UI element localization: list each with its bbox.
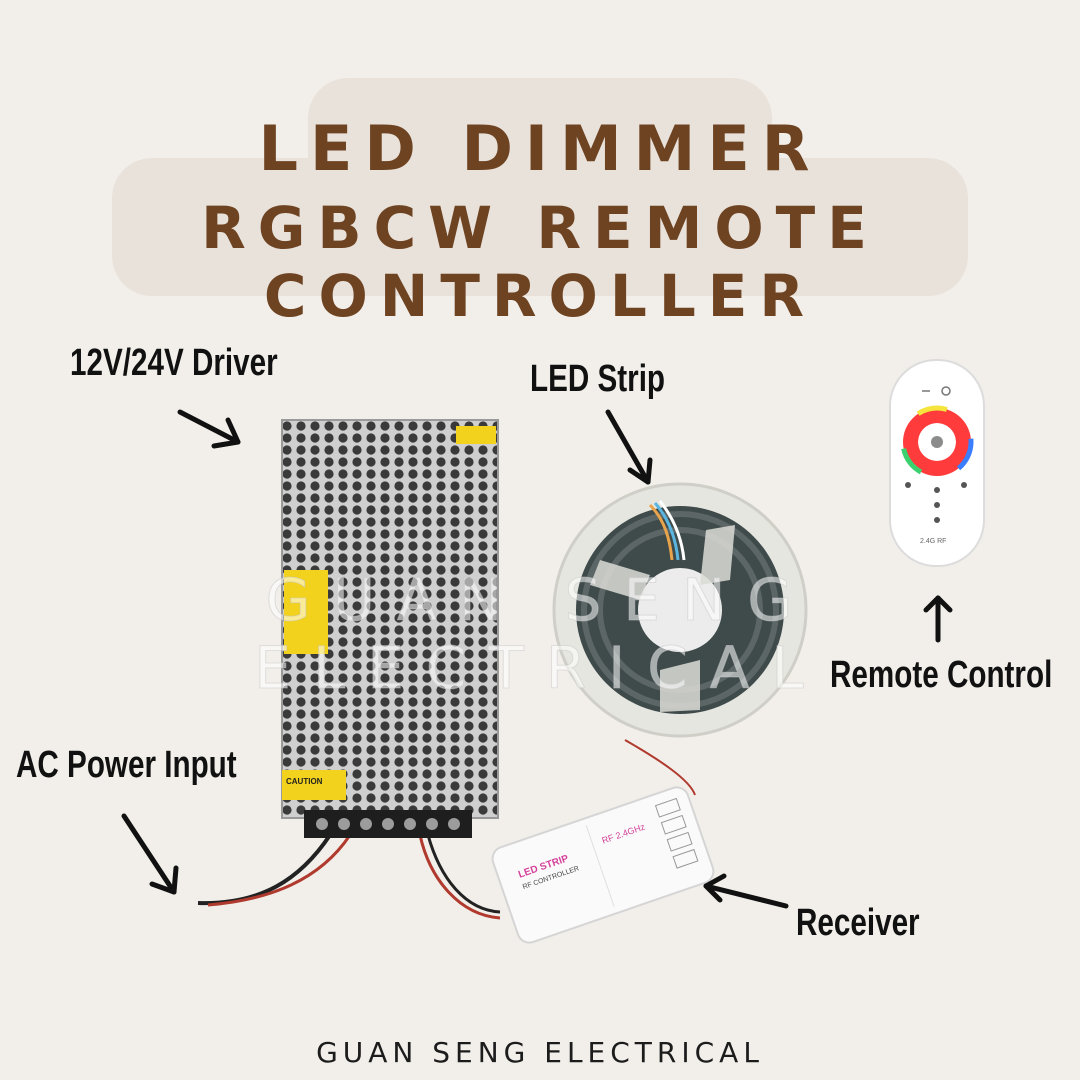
driver-label: 12V/24V Driver bbox=[70, 342, 278, 384]
led-strip-arrow bbox=[605, 409, 653, 485]
led-strip-label: LED Strip bbox=[530, 358, 666, 400]
ac-wire-red bbox=[207, 834, 352, 907]
svg-text:CAUTION: CAUTION bbox=[286, 777, 323, 786]
strip-wire bbox=[624, 739, 696, 796]
caution-sticker bbox=[282, 770, 346, 800]
ac-power-arrow bbox=[121, 813, 179, 895]
watermark: GUAN SENG ELECTRICAL bbox=[254, 566, 826, 703]
remote-control-arrow bbox=[923, 595, 953, 643]
title-line-1: LED DIMMER bbox=[258, 112, 822, 185]
footer-brand: GUAN SENG ELECTRICAL bbox=[316, 1036, 764, 1069]
svg-text:2.4G RF: 2.4G RF bbox=[920, 538, 946, 545]
driver-unit: CAUTION bbox=[281, 419, 499, 838]
receiver-label: Receiver bbox=[796, 902, 920, 944]
driver-arrow bbox=[177, 409, 241, 449]
receiver-arrow bbox=[703, 873, 789, 909]
title-banner-bottom bbox=[112, 158, 968, 296]
output-wire-red bbox=[418, 834, 501, 920]
driver-sticker-side bbox=[284, 570, 328, 654]
remote-control-unit: 2.4G RF bbox=[889, 359, 985, 567]
remote-control-label: Remote Control bbox=[830, 654, 1053, 696]
driver-sticker-small bbox=[456, 426, 496, 444]
output-wire-black bbox=[426, 834, 501, 914]
receiver-unit: LED STRIP RF CONTROLLER RF 2.4GHz bbox=[491, 786, 715, 944]
title-line-2: RGBCW REMOTE CONTROLLER bbox=[201, 194, 879, 330]
led-strip-reel bbox=[552, 482, 808, 738]
ac-wire-black bbox=[197, 833, 332, 906]
ac-power-input-label: AC Power Input bbox=[16, 744, 237, 786]
